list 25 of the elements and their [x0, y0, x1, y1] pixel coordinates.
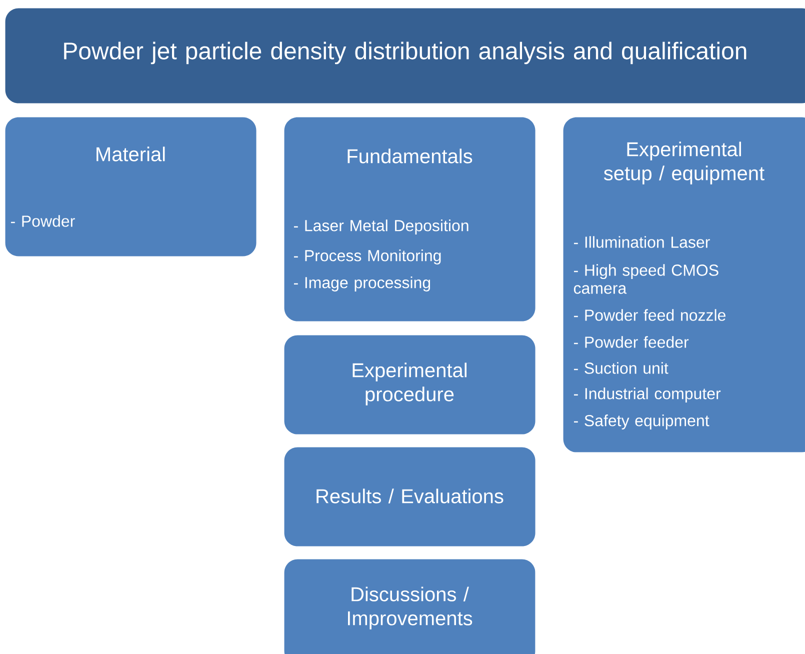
- heading: Fundamentals: [348, 148, 472, 164]
- list-item: - Industrial computer: [574, 388, 721, 402]
- list-item: - Illumination Laser: [574, 236, 710, 248]
- rounded-box: [284, 447, 536, 546]
- heading: Powder jet particle density distribution analysis and qualification: [64, 42, 746, 64]
- list-item: - Powder feeder: [574, 336, 689, 348]
- rounded-box: [563, 117, 805, 452]
- rounded-box: [284, 559, 536, 654]
- list-item: - Powder: [10, 215, 75, 227]
- rounded-box: [284, 335, 536, 434]
- list-item: - Image processing: [294, 276, 430, 292]
- heading: Discussions / Improvements: [348, 586, 472, 630]
- list-item: - Safety equipment: [574, 414, 710, 430]
- rounded-box: [5, 117, 256, 256]
- list-item: - High speed CMOS camera: [574, 264, 718, 294]
- rounded-box: [284, 117, 536, 322]
- heading: Experimental setup / equipment: [604, 142, 764, 184]
- list-item: - Suction unit: [574, 362, 668, 374]
- heading: Results / Evaluations: [316, 488, 504, 504]
- heading: Experimental procedure: [352, 362, 466, 406]
- list-item: - Process Monitoring: [294, 250, 441, 264]
- list-item: - Powder feed nozzle: [574, 309, 726, 321]
- list-item: - Laser Metal Deposition: [294, 220, 468, 234]
- rounded-box: [5, 8, 805, 104]
- heading: Material: [96, 146, 165, 162]
